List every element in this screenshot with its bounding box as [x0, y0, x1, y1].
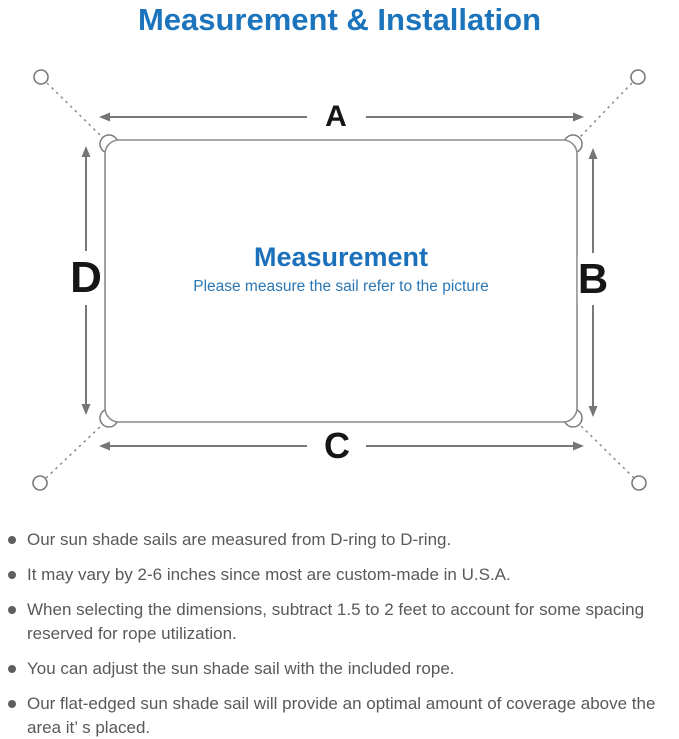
anchor-ring-bottom-left-icon	[32, 475, 48, 491]
note-text: You can adjust the sun shade sail with t…	[27, 659, 455, 678]
anchor-ring-top-right-icon	[630, 69, 646, 85]
measurement-heading: Measurement	[253, 242, 429, 272]
list-item: You can adjust the sun shade sail with t…	[8, 657, 672, 681]
anchor-ring-top-left-icon	[33, 69, 49, 85]
measurement-subtitle: Please measure the sail refer to the pic…	[193, 278, 489, 296]
sail-measurement-diagram: A B C D Measurement Please measure the s…	[0, 55, 679, 515]
note-text: Our sun shade sails are measured from D-…	[27, 530, 452, 549]
dimension-label-d: D	[70, 253, 102, 302]
list-item: It may vary by 2-6 inches since most are…	[8, 563, 672, 587]
list-item: Our sun shade sails are measured from D-…	[8, 528, 672, 552]
page-title: Measurement & Installation	[137, 2, 542, 37]
rope-bottom-left	[45, 424, 103, 479]
rope-bottom-right	[579, 424, 635, 479]
bullet-icon	[8, 571, 16, 579]
instruction-notes-list: Our sun shade sails are measured from D-…	[8, 528, 672, 739]
rope-top-right	[579, 82, 633, 138]
dimension-label-b: B	[577, 255, 609, 302]
bullet-icon	[8, 700, 16, 708]
sail-outline	[104, 139, 578, 423]
list-item: When selecting the dimensions, subtract …	[8, 598, 672, 646]
note-text: Our flat-edged sun shade sail will provi…	[27, 694, 656, 737]
note-text: When selecting the dimensions, subtract …	[27, 600, 645, 643]
sail-diagram-canvas	[32, 69, 647, 491]
bullet-icon	[8, 665, 16, 673]
note-text: It may vary by 2-6 inches since most are…	[27, 565, 511, 584]
rope-top-left	[46, 82, 103, 138]
diagram-center-text: Measurement Please measure the sail refe…	[105, 241, 577, 296]
dimension-label-a: A	[321, 102, 351, 132]
list-item: Our flat-edged sun shade sail will provi…	[8, 692, 672, 739]
bullet-icon	[8, 536, 16, 544]
anchor-ring-bottom-right-icon	[631, 475, 647, 491]
bullet-icon	[8, 606, 16, 614]
dimension-label-c: C	[320, 428, 354, 464]
